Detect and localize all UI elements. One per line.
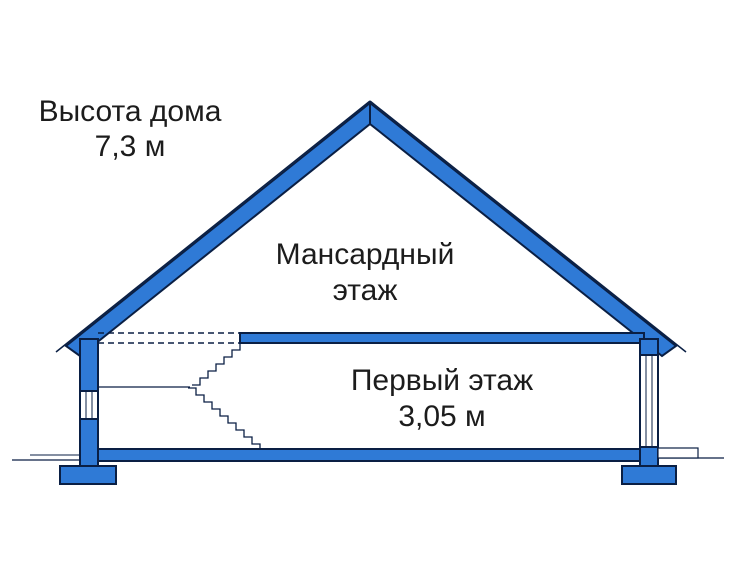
ground-line [12, 447, 724, 461]
stair-lower-flight [188, 387, 261, 449]
foundations [59, 465, 677, 485]
roof-eave-left [55, 100, 371, 353]
foundation-right [621, 465, 677, 485]
roof [55, 100, 687, 358]
ground-floor-slab [97, 448, 641, 462]
foundation-left [59, 465, 117, 485]
roof-eave-right [369, 100, 687, 353]
attic-floor-slab [239, 332, 645, 344]
attic-label-line1: Мансардный [276, 238, 455, 271]
first-floor-height-label: 3,05 м [398, 400, 485, 433]
right-window [639, 354, 659, 448]
attic-label-line2: этаж [333, 274, 398, 307]
left-window [79, 390, 99, 420]
first-floor-label-line1: Первый этаж [351, 364, 533, 397]
entrance-step [657, 447, 699, 459]
house-height-title: Высота дома [39, 95, 222, 128]
stair-upper-flight [192, 343, 241, 386]
right-wall [639, 338, 659, 467]
roof-slope-right [369, 100, 678, 358]
interior-stair [98, 343, 261, 449]
house-height-value: 7,3 м [95, 130, 166, 163]
left-wall [79, 338, 99, 467]
